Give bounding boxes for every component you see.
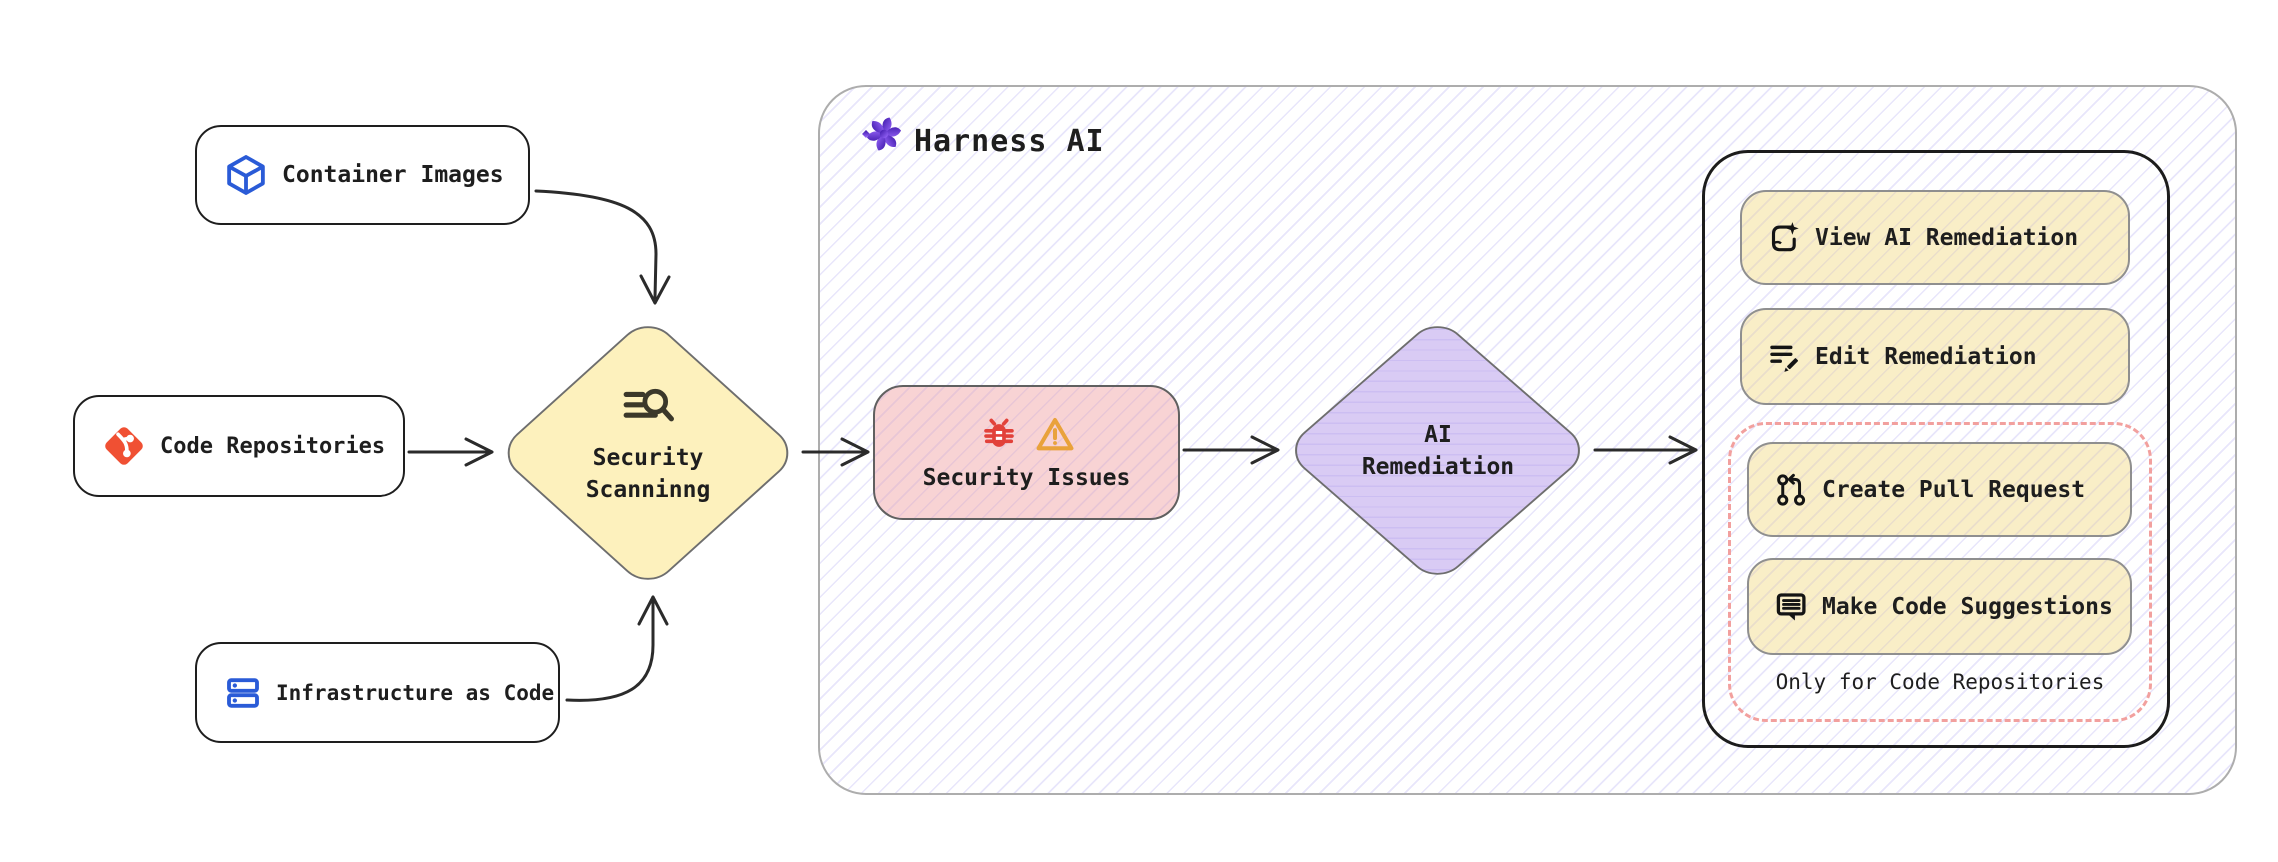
node-ai-remediation: AI Remediation: [1282, 315, 1593, 586]
button-label: Make Code Suggestions: [1822, 593, 2113, 620]
search-list-icon: [623, 388, 674, 422]
button-label: Edit Remediation: [1815, 343, 2037, 370]
node-container-images: Container Images: [195, 125, 530, 225]
node-label: Code Repositories: [160, 433, 386, 459]
node-security-issues: Security Issues: [873, 385, 1180, 520]
make-code-suggestions-button[interactable]: Make Code Suggestions: [1747, 558, 2132, 655]
node-label: AI Remediation: [1361, 421, 1515, 480]
node-label: Container Images: [282, 162, 504, 188]
edit-lines-pencil-icon: [1770, 345, 1799, 372]
comment-lines-icon: [1776, 592, 1806, 620]
node-label: Security Scanninng: [585, 444, 711, 503]
edit-remediation-button[interactable]: Edit Remediation: [1740, 308, 2130, 405]
remediation-actions-panel: [1702, 150, 2170, 748]
git-icon: [105, 427, 143, 465]
code-repo-only-note: Only for Code Repositories: [1775, 670, 2105, 694]
document-sparkle-icon: [1771, 221, 1799, 251]
bug-icon: [983, 418, 1014, 447]
harness-ai-title: Harness AI: [914, 124, 1105, 159]
server-stack-icon: [227, 677, 259, 708]
harness-ai-flower-icon: [862, 117, 903, 151]
node-infrastructure-as-code: Infrastructure as Code: [195, 642, 560, 743]
button-label: View AI Remediation: [1815, 224, 2079, 251]
button-label: Create Pull Request: [1822, 476, 2086, 503]
code-repo-only-group: [1728, 422, 2152, 722]
create-pull-request-button[interactable]: Create Pull Request: [1747, 442, 2132, 537]
node-label: Infrastructure as Code: [276, 680, 555, 705]
node-label: Security Issues: [922, 465, 1131, 491]
warning-icon: [1036, 417, 1073, 451]
cube-icon: [227, 155, 265, 195]
pull-request-icon: [1777, 473, 1806, 506]
node-code-repositories: Code Repositories: [73, 395, 405, 497]
node-security-scanning: Security Scanninng: [495, 315, 801, 591]
view-ai-remediation-button[interactable]: View AI Remediation: [1740, 190, 2130, 285]
